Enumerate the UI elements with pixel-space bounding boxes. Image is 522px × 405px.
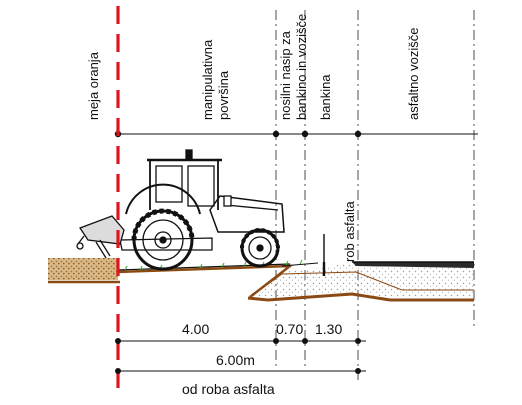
dim-d1: 4.00 xyxy=(182,321,209,337)
label-load-fill-line1: nosilni nasip za xyxy=(278,30,293,120)
label-work-surface-line1: manipulativna xyxy=(200,39,215,120)
work-surface-ground xyxy=(117,264,294,298)
dim-node xyxy=(273,338,279,344)
dim-d2: 0.70 xyxy=(276,321,303,337)
dim-node xyxy=(302,338,308,344)
tractor-icon xyxy=(76,149,285,271)
datum-node xyxy=(354,130,362,138)
asphalt-layer xyxy=(352,262,474,268)
dim-node xyxy=(355,368,361,374)
dimension-row-1: 4.00 0.70 1.30 xyxy=(115,321,366,344)
dimension-row-2: 6.00m od roba asfalta xyxy=(115,352,366,397)
dim-node xyxy=(115,368,121,374)
label-farm-boundary: meja oranja xyxy=(86,51,101,120)
farmland xyxy=(48,258,120,284)
datum-node xyxy=(301,130,309,138)
top-datum xyxy=(114,130,478,138)
label-load-fill-line2: bankino in vozišče xyxy=(294,14,309,120)
dim-node xyxy=(115,338,121,344)
road-profile xyxy=(117,234,474,302)
dim-d3: 1.30 xyxy=(315,321,342,337)
shoulder-surface xyxy=(281,262,319,267)
grass xyxy=(124,259,303,271)
label-asphalt-edge: rob asfalta xyxy=(342,201,357,262)
dim-from-edge: od roba asfalta xyxy=(182,381,275,397)
label-asphalt-road: asfaltno vozišče xyxy=(406,28,421,121)
datum-node xyxy=(272,130,280,138)
dim-node xyxy=(355,338,361,344)
section-labels: meja oranja manipulativna površina nosil… xyxy=(86,14,421,262)
ploughed-soil xyxy=(48,258,118,280)
road-base-bottom xyxy=(247,292,474,302)
label-work-surface-line2: površina xyxy=(216,70,231,120)
road-base-fill xyxy=(250,262,474,298)
dim-total: 6.00m xyxy=(216,352,255,368)
label-shoulder: bankina xyxy=(318,74,333,120)
